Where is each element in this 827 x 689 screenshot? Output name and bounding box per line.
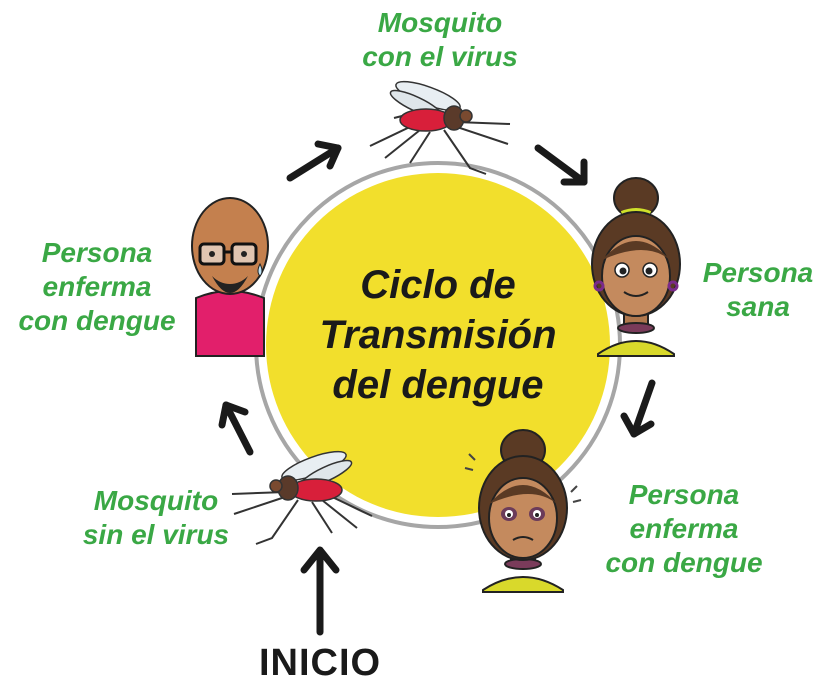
label-line: con dengue [18, 305, 176, 336]
start-label: INICIO [258, 642, 382, 684]
label-line: con el virus [362, 41, 518, 72]
title-line: del dengue [332, 363, 544, 407]
title-line: Ciclo de [360, 263, 516, 307]
label-line: sin el virus [82, 519, 230, 550]
label-line: Persona [702, 257, 814, 288]
sick-man-icon [191, 197, 269, 357]
arrow-to-sick-man [218, 401, 254, 456]
mosquito-icon [231, 450, 373, 545]
sick-woman-icon [464, 429, 582, 593]
label-line: con dengue [605, 547, 763, 578]
stage-label-mosquito-without-virus: Mosquito sin el virus [56, 484, 256, 552]
label-line: Mosquito [93, 485, 219, 516]
start-arrow [300, 546, 340, 636]
stage-label-sick-man: Persona enferma con dengue [2, 236, 192, 338]
label-line: Persona [628, 479, 740, 510]
stage-label-mosquito-with-virus: Mosquito con el virus [330, 6, 550, 74]
label-line: enferma [42, 271, 152, 302]
diagram-title: Ciclo de Transmisión del dengue [298, 260, 578, 410]
title-line: Transmisión [319, 313, 557, 357]
healthy-woman-icon [591, 177, 681, 357]
label-line: enferma [629, 513, 739, 544]
arrow-to-sick-woman [620, 379, 656, 438]
arrow-to-healthy-person [534, 144, 588, 186]
stage-label-sick-woman: Persona enferma con dengue [584, 478, 784, 580]
arrow-to-mosquito-with-virus [286, 140, 342, 182]
mosquito-icon [369, 80, 511, 175]
label-line: Persona [41, 237, 153, 268]
stage-label-healthy-person: Persona sana [688, 256, 827, 324]
label-line: sana [726, 291, 790, 322]
label-line: Mosquito [377, 7, 503, 38]
